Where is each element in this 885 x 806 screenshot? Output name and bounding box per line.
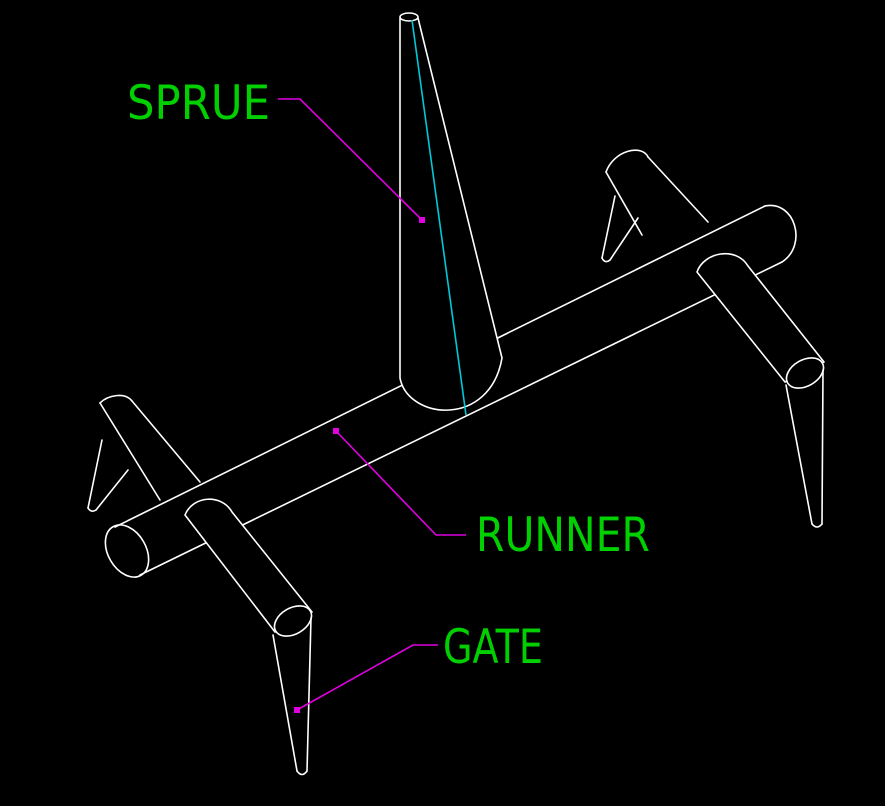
gate-front-right-edge [821, 369, 824, 525]
spoke-front-right-end-cap [785, 357, 825, 389]
runner-leader [335, 430, 466, 536]
runner-label: RUNNER [476, 508, 650, 563]
gate-back-left-tip [87, 507, 97, 512]
sprue-leader [278, 98, 423, 221]
gate-label: GATE [443, 620, 543, 675]
gate-front-left-edge [306, 617, 312, 772]
spoke-back-left-cap [99, 394, 133, 404]
spoke-back-left-edge [131, 400, 201, 483]
spoke-back-right-edge [605, 171, 643, 236]
gate-leader [296, 644, 438, 711]
spoke-back-right-edge [647, 156, 709, 223]
sprue-label: SPRUE [127, 76, 270, 131]
runner-leader-dot [333, 428, 339, 434]
spoke-back-right [601, 149, 709, 263]
spoke-front-right [696, 252, 825, 528]
gate-front-left-edge [272, 634, 298, 772]
gate-back-right-tip [601, 257, 611, 263]
spoke-front-right-body [696, 252, 825, 383]
runner-system-geometry [87, 12, 825, 776]
spoke-front-left [184, 498, 313, 776]
sprue-top-cap [399, 12, 419, 22]
runner-right-end [764, 204, 797, 263]
sprue-centerline [411, 19, 467, 416]
spoke-back-right-cap [605, 149, 649, 173]
spoke-back-left [87, 394, 201, 512]
runner-left-end-cap [104, 524, 150, 578]
gate-front-right-edge [785, 384, 813, 525]
gate-back-right-edge [609, 217, 639, 261]
gate-back-left-edge [95, 469, 129, 511]
gate-leader-dot [294, 707, 300, 713]
runner-bottom-edge [139, 261, 783, 576]
spoke-front-left-end-cap [273, 605, 313, 637]
leader-dots [294, 217, 425, 713]
spoke-front-left-body [184, 498, 313, 633]
leader-lines [278, 98, 466, 711]
gate-front-right-tip [811, 523, 823, 528]
spoke-back-left-edge [99, 402, 161, 501]
labels: SPRUE RUNNER GATE [127, 76, 650, 675]
gate-back-left-edge [87, 439, 103, 509]
gate-back-right-edge [601, 195, 616, 259]
gate-front-left-tip [296, 770, 308, 776]
sprue-leader-dot [419, 217, 425, 223]
